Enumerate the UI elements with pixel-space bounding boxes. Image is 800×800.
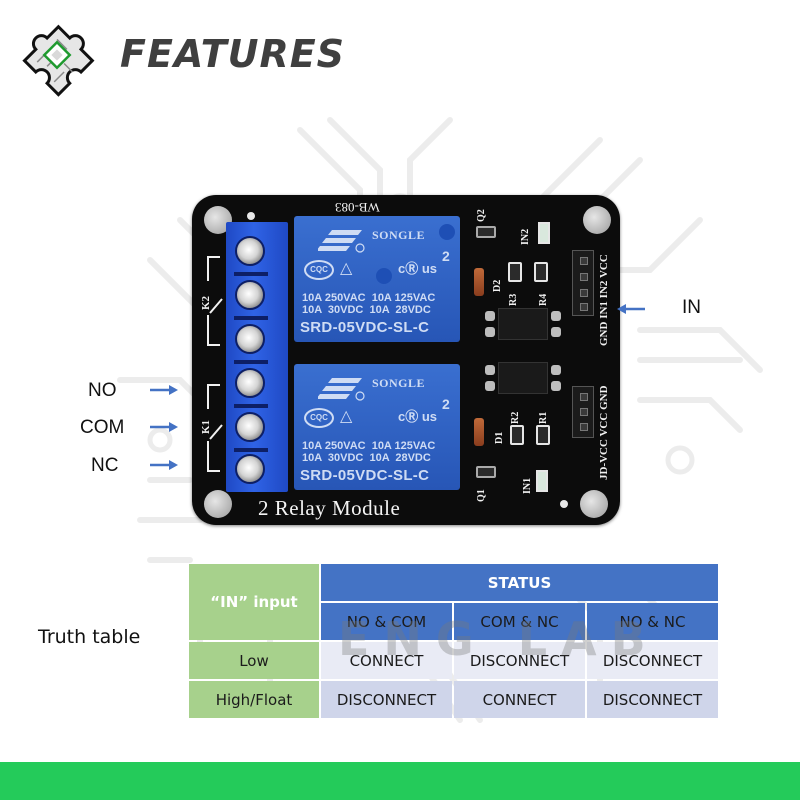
cqc-mark: CQC xyxy=(304,408,334,428)
songle-logo-icon xyxy=(318,378,365,401)
optocoupler xyxy=(485,362,561,394)
arrow-right-icon xyxy=(150,422,178,432)
table-cell: CONNECT xyxy=(454,681,585,718)
label-q2: Q2 xyxy=(476,209,487,222)
page-title: FEATURES xyxy=(120,32,346,76)
truth-table-label: Truth table xyxy=(38,626,141,648)
resistor-r3 xyxy=(508,262,522,282)
relay-spec-line: 10A 30VDC 10A 28VDC xyxy=(302,304,431,316)
no-label: NO xyxy=(88,380,117,401)
led-in1 xyxy=(536,470,548,492)
optocoupler xyxy=(485,308,561,340)
label-r1: R1 xyxy=(538,411,549,424)
relay-label-k1: K1 xyxy=(200,419,212,434)
circuit-puzzle-icon xyxy=(22,24,95,97)
terminal-screw[interactable] xyxy=(235,324,265,354)
nc-label: NC xyxy=(91,455,119,476)
label-d2: D2 xyxy=(492,279,503,292)
relay-spec-line: 10A 30VDC 10A 28VDC xyxy=(302,452,431,464)
label-in2: IN2 xyxy=(520,228,531,245)
certification-triangle-icon: △ xyxy=(340,408,353,425)
status-header-cell: STATUS xyxy=(321,564,718,601)
via-dot xyxy=(560,500,568,508)
table-cell: DISCONNECT xyxy=(587,642,718,679)
relay-brand: SONGLE xyxy=(372,228,426,242)
ul-mark: cⓇ us xyxy=(398,409,438,424)
resistor-r1 xyxy=(536,425,550,445)
relay-mold-mark xyxy=(439,224,455,240)
resistor-r2 xyxy=(510,425,524,445)
relay-brand: SONGLE xyxy=(372,376,426,390)
terminal-divider xyxy=(234,316,268,320)
resistor-r4 xyxy=(534,262,548,282)
led-in2 xyxy=(538,222,550,244)
com-label: COM xyxy=(80,417,125,438)
table-cell: DISCONNECT xyxy=(321,681,452,718)
relay-spec-line: 10A 250VAC 10A 125VAC xyxy=(302,440,436,452)
column-header: NO & NC xyxy=(587,603,718,640)
relay-spec-line: 10A 250VAC 10A 125VAC xyxy=(302,292,436,304)
input-header-cell: “IN” input xyxy=(189,564,319,640)
power-pin-header[interactable] xyxy=(572,386,594,438)
power-header-label: JD-VCC VCC GND xyxy=(598,385,610,480)
mounting-hole xyxy=(204,490,232,518)
label-r2: R2 xyxy=(510,411,521,424)
label-q1: Q1 xyxy=(476,489,487,502)
relay-symbol-silkscreen xyxy=(207,256,223,472)
ul-number: 2 xyxy=(442,396,450,412)
truth-table: “IN” input STATUS NO & COM COM & NC NO &… xyxy=(187,562,720,720)
relay-model: SRD-05VDC-SL-C xyxy=(300,319,430,336)
input-pin-header[interactable] xyxy=(572,250,594,316)
terminal-divider xyxy=(234,360,268,364)
row-input-cell: Low xyxy=(189,642,319,679)
terminal-divider xyxy=(234,272,268,276)
column-header: NO & COM xyxy=(321,603,452,640)
screw-terminal-block xyxy=(226,222,288,492)
cqc-mark: CQC xyxy=(304,260,334,280)
ul-number: 2 xyxy=(442,248,450,264)
transistor-q2 xyxy=(476,226,496,238)
table-cell: DISCONNECT xyxy=(587,681,718,718)
arrow-left-icon xyxy=(617,304,645,314)
label-in1: IN1 xyxy=(522,477,533,494)
relay-model: SRD-05VDC-SL-C xyxy=(300,467,430,484)
table-row: High/Float DISCONNECT CONNECT DISCONNECT xyxy=(189,681,718,718)
board-code-label: WB-083 xyxy=(335,200,380,215)
mounting-hole xyxy=(583,206,611,234)
label-d1: D1 xyxy=(494,431,505,444)
footer-bar xyxy=(0,762,800,800)
terminal-screw[interactable] xyxy=(235,280,265,310)
terminal-screw[interactable] xyxy=(235,368,265,398)
ul-mark: cⓇ us xyxy=(398,261,438,276)
table-row: Low CONNECT DISCONNECT DISCONNECT xyxy=(189,642,718,679)
arrow-right-icon xyxy=(150,385,178,395)
input-header-label: GND IN1 IN2 VCC xyxy=(598,254,610,346)
transistor-q1 xyxy=(476,466,496,478)
relay-bottom: SONGLE CQC △ cⓇ us 2 10A 250VAC 10A 125V… xyxy=(294,364,460,490)
board-name-label: 2 Relay Module xyxy=(258,496,401,520)
label-r4: R4 xyxy=(538,293,549,306)
label-r3: R3 xyxy=(508,293,519,306)
diode-d2 xyxy=(474,268,484,296)
certification-triangle-icon: △ xyxy=(340,260,353,277)
relay-mold-mark xyxy=(376,268,392,284)
terminal-screw[interactable] xyxy=(235,412,265,442)
diode-d1 xyxy=(474,418,484,446)
songle-logo-icon xyxy=(318,230,365,253)
table-cell: CONNECT xyxy=(321,642,452,679)
terminal-screw[interactable] xyxy=(235,236,265,266)
relay-top: SONGLE CQC △ cⓇ us 2 10A 250VAC 10A 125V… xyxy=(294,216,460,342)
terminal-screw[interactable] xyxy=(235,454,265,484)
arrow-right-icon xyxy=(150,460,178,470)
table-cell: DISCONNECT xyxy=(454,642,585,679)
mounting-hole xyxy=(580,490,608,518)
terminal-divider xyxy=(234,404,268,408)
terminal-divider xyxy=(234,448,268,452)
in-label: IN xyxy=(682,297,701,318)
via-dot xyxy=(247,212,255,220)
relay-label-k2: K2 xyxy=(200,295,212,310)
row-input-cell: High/Float xyxy=(189,681,319,718)
column-header: COM & NC xyxy=(454,603,585,640)
